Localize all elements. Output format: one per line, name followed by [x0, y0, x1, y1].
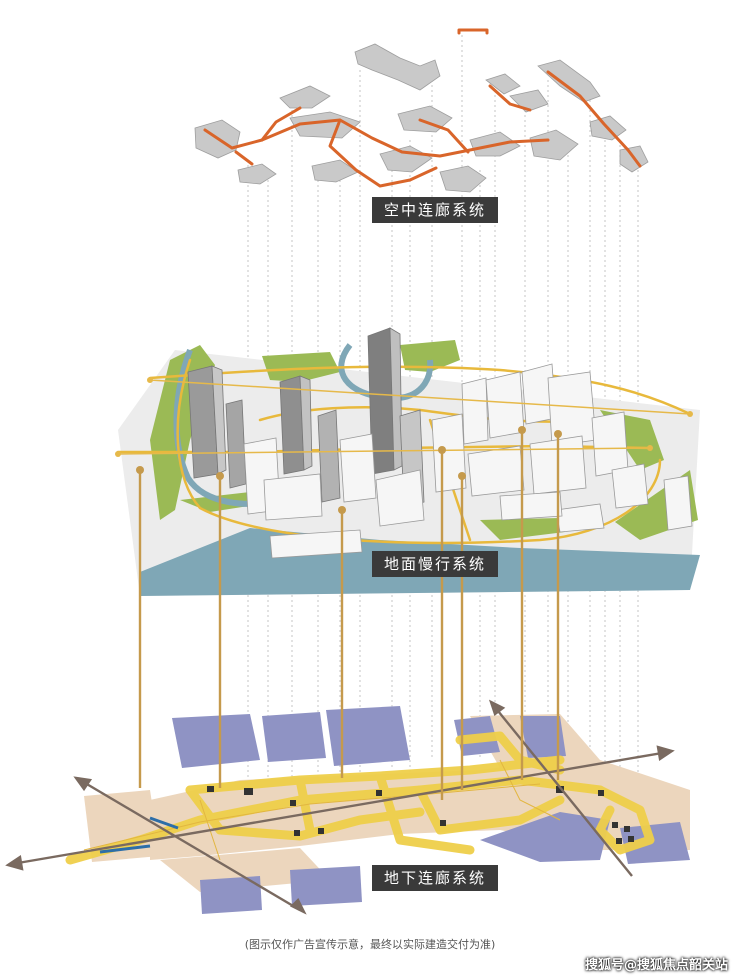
towers [187, 327, 425, 507]
ground-slow-traffic-label: 地面慢行系统 [372, 551, 499, 577]
source-watermark: 搜狐号@搜狐焦点韶关站 [584, 958, 728, 973]
ground-nodes [115, 377, 693, 457]
blue-zones [172, 706, 690, 914]
sky-walkway-label: 空中连廊系统 [372, 197, 499, 223]
disclaimer-caption: (图示仅作广告宣传示意，最终以实际建造交付为准) [244, 938, 496, 951]
blue-accents [99, 816, 179, 854]
underground-layer [5, 699, 690, 915]
building-blocks [243, 363, 693, 559]
sky-corridors [203, 28, 642, 188]
station-markers [207, 786, 634, 844]
underground-walkway-label: 地下连廊系统 [372, 865, 499, 891]
sky-slabs [194, 43, 649, 193]
ground-axes [117, 379, 691, 455]
connector-nodes [136, 426, 562, 514]
sky-walkway-layer [194, 28, 649, 193]
connector-columns [138, 430, 560, 800]
